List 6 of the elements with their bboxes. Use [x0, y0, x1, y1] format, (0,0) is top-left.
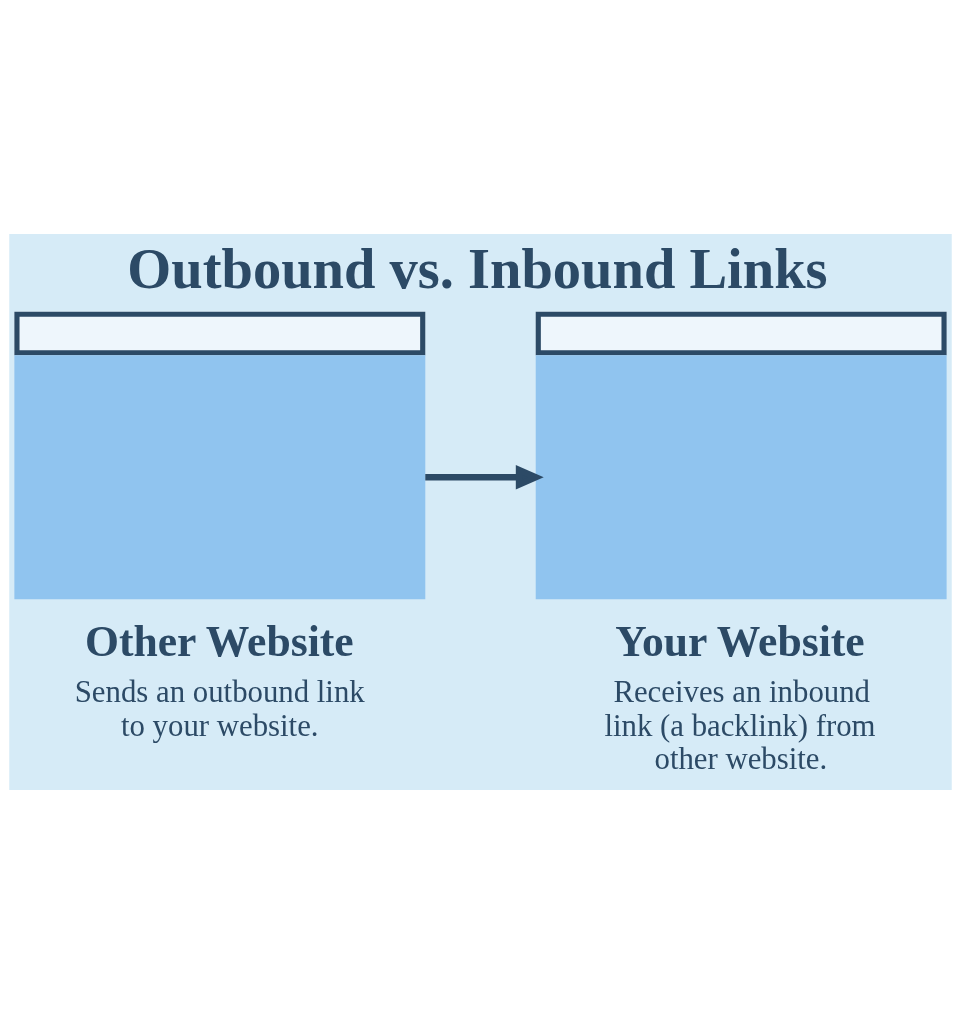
node-label: Your Website — [614, 617, 865, 666]
node-label: Receives an inbound link (a backlink) from other website. — [603, 675, 876, 777]
arrow — [424, 465, 544, 490]
diagram-title: Outbound vs. Inbound Links — [126, 238, 828, 301]
node-label: Sends an outbound link to your website. — [74, 675, 365, 743]
node-label: Other Website — [84, 617, 354, 666]
